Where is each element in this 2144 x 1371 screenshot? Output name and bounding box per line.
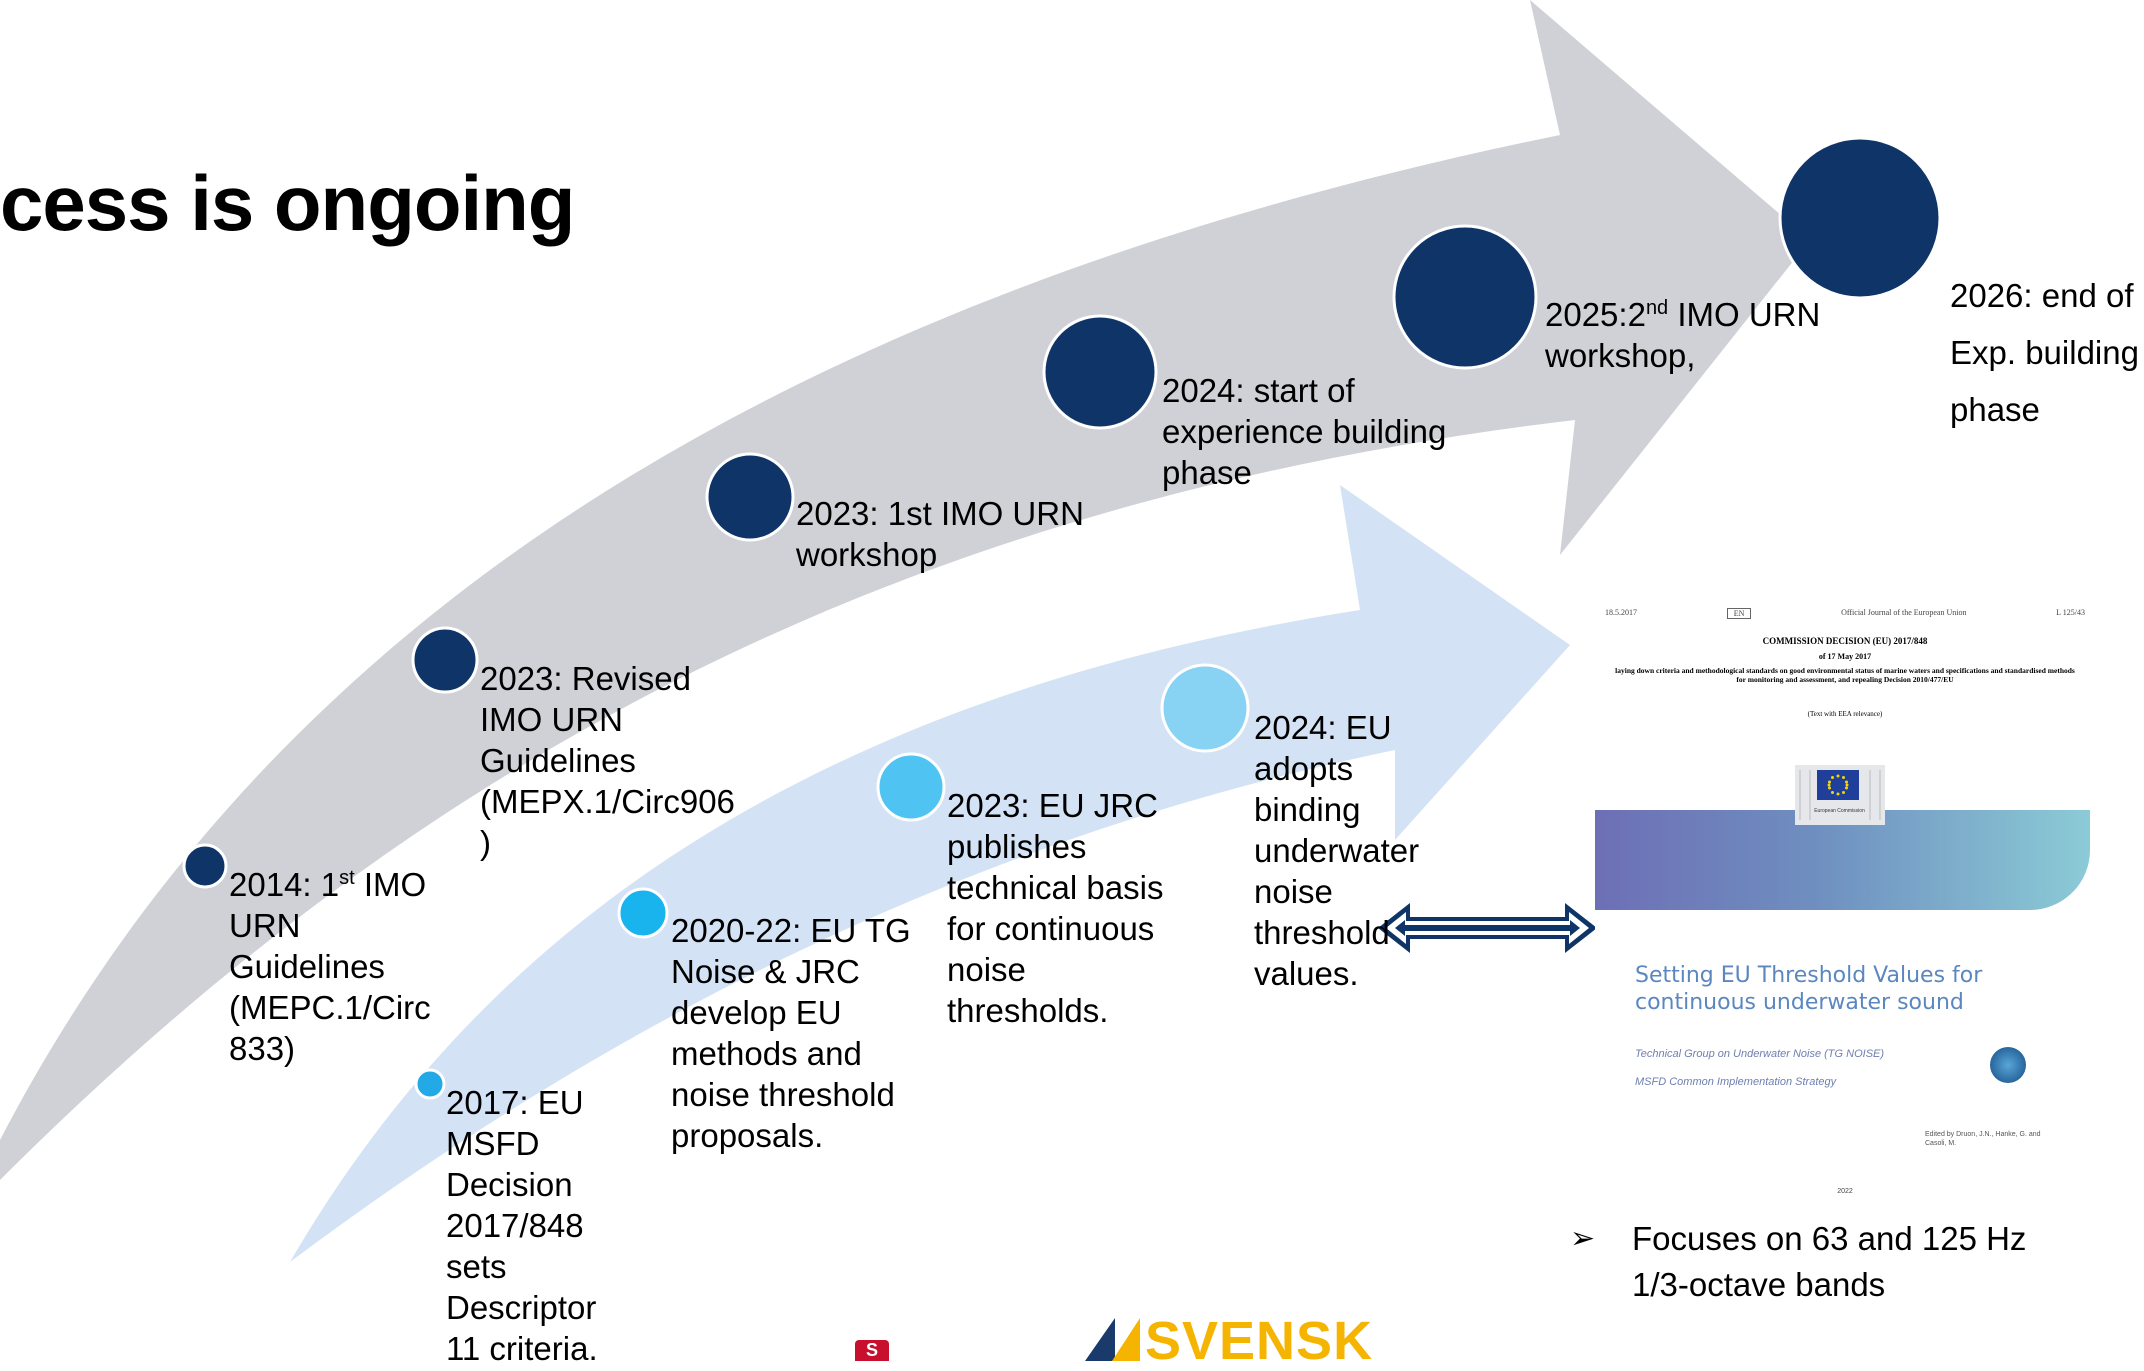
- eu-arrow: [290, 485, 1570, 1262]
- doc-header-journal: Official Journal of the European Union: [1841, 608, 1967, 617]
- imo-milestone-dot-2014: [182, 843, 228, 889]
- slide-title: cess is ongoing: [0, 159, 575, 247]
- eu-milestone-dot-2020: [617, 887, 669, 939]
- imo-label-2025: 2025:2nd IMO URN workshop,: [1545, 296, 1821, 374]
- eu-label-2024: 2024: EU adopts binding underwater noise…: [1254, 709, 1420, 992]
- eu-document-thumbnail: 18.5.2017 EN Official Journal of the Eur…: [1595, 600, 2095, 1210]
- double-arrow-connector: [1378, 903, 1597, 953]
- cover-band: [1595, 810, 2090, 910]
- arrow-bullet-icon: ➢: [1570, 1222, 1596, 1255]
- report-year: 2022: [1837, 1188, 1853, 1195]
- shield-logo-letter: S: [865, 1340, 878, 1360]
- doc-header: 18.5.2017 EN Official Journal of the Eur…: [1605, 608, 2085, 619]
- sjofart-logo-mark-dark: [1085, 1318, 1115, 1361]
- imo-milestone-dot-2023-workshop: [705, 452, 795, 542]
- eu-flag-icon: [1817, 770, 1859, 800]
- edited-by: Edited by Druon, J.N., Hanke, G. and Cas…: [1925, 1131, 2041, 1147]
- eu-label-2017: 2017: EU MSFD Decision 2017/848 sets Des…: [446, 1084, 598, 1367]
- imo-label-2026: 2026: end of Exp. building phase: [1950, 277, 2139, 428]
- imo-milestone-dot-2026: [1778, 136, 1942, 300]
- sjofart-logo-mark-yellow: [1112, 1318, 1140, 1361]
- imo-arrow: [0, 0, 1810, 1180]
- eu-milestone-dot-2023: [876, 752, 946, 822]
- decision-body: laying down criteria and methodological …: [1615, 666, 2075, 684]
- report-title: Setting EU Threshold Values for continuo…: [1635, 963, 1983, 1015]
- ec-label: European Commission: [1814, 808, 1865, 814]
- decision-date: of 17 May 2017: [1818, 652, 1872, 661]
- doc-header-page: L 125/43: [2056, 608, 2085, 617]
- eu-milestone-dot-2024: [1160, 663, 1250, 753]
- report-groups: Technical Group on Underwater Noise (TG …: [1635, 1040, 1884, 1096]
- doc-header-lang: EN: [1726, 608, 1752, 619]
- imo-label-2023-workshop: 2023: 1st IMO URN workshop: [796, 495, 1084, 573]
- eu-label-2020: 2020-22: EU TG Noise & JRC develop EU me…: [671, 912, 911, 1154]
- decision-note: (Text with EEA relevance): [1807, 710, 1883, 718]
- imo-label-2014: 2014: 1st IMO URN Guidelines (MEPC.1/Cir…: [229, 866, 431, 1067]
- imo-label-2024: 2024: start of experience building phase: [1162, 372, 1447, 491]
- tg-noise-line: Technical Group on Underwater Noise (TG …: [1635, 1048, 1885, 1060]
- eu-label-2023: 2023: EU JRC publishes technical basis f…: [947, 787, 1164, 1029]
- eu-milestone-dot-2017: [414, 1068, 446, 1100]
- msfd-line: MSFD Common Implementation Strategy: [1635, 1076, 1837, 1088]
- shield-logo: S: [855, 1340, 889, 1361]
- imo-milestone-dot-2025: [1392, 224, 1538, 370]
- imo-milestone-dot-2024: [1042, 314, 1158, 430]
- focus-bullet-text: Focuses on 63 and 125 Hz 1/3-octave band…: [1632, 1220, 2027, 1303]
- doc-header-date: 18.5.2017: [1605, 608, 1637, 617]
- svensk-sjofart-logo-text: SVENSK: [1145, 1311, 1374, 1371]
- imo-milestone-dot-2023-guidelines: [411, 626, 479, 694]
- tg-noise-seal-icon: [1990, 1047, 2026, 1083]
- imo-label-2023-guidelines: 2023: Revised IMO URN Guidelines (MEPX.1…: [480, 660, 735, 861]
- decision-title: COMMISSION DECISION (EU) 2017/848: [1762, 636, 1928, 646]
